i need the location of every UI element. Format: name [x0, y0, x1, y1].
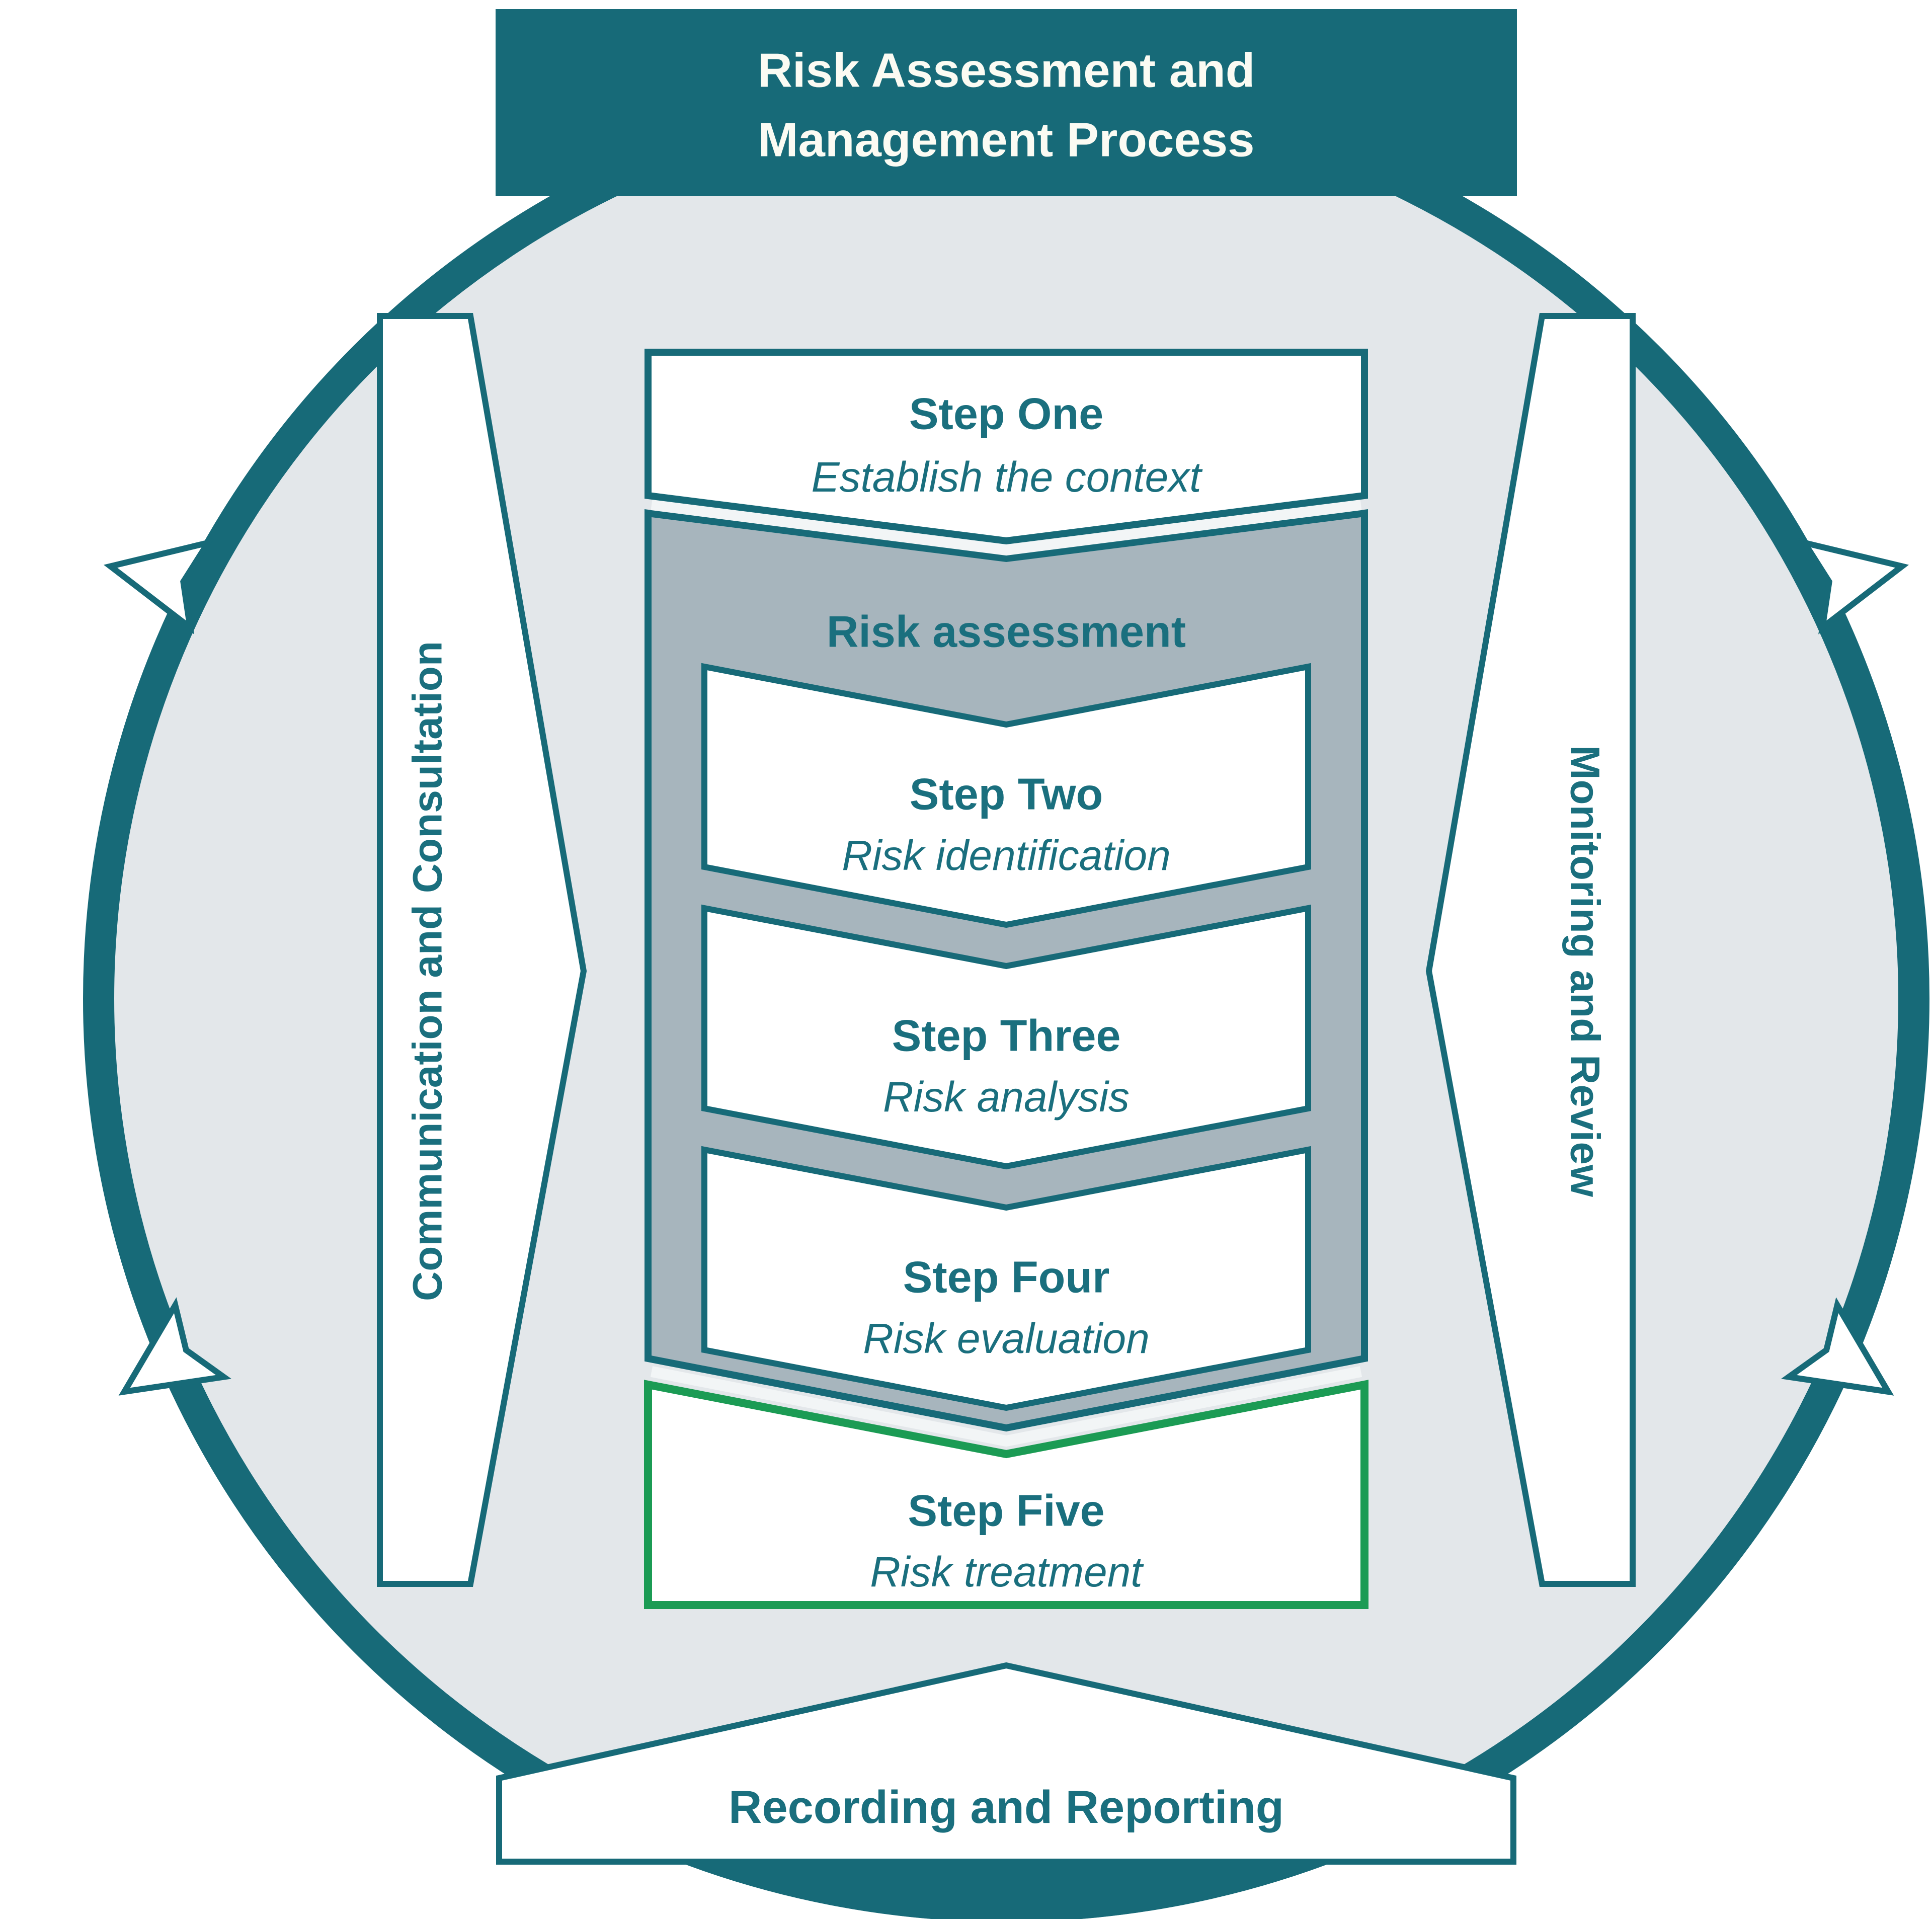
step-three-description: Risk analysis [883, 1073, 1130, 1121]
step-three-name: Step Three [892, 1011, 1121, 1061]
step-one-name: Step One [909, 389, 1103, 439]
step-two-box: Step Two Risk identification [701, 663, 1311, 928]
risk-assessment-label: Risk assessment [827, 607, 1186, 657]
monitoring-review-shape [1425, 313, 1636, 1587]
step-four-box: Step Four Risk evaluation [701, 1146, 1311, 1411]
step-four-name: Step Four [903, 1252, 1110, 1302]
monitoring-review-banner: Monitoring and Review [1425, 313, 1636, 1587]
step-four-description: Risk evaluation [863, 1315, 1150, 1362]
step-two-name: Step Two [910, 769, 1103, 819]
communication-consultation-shape [377, 313, 587, 1587]
communication-consultation-label: Communication and Consultation [405, 641, 451, 1301]
page-title-line2: Management Process [758, 113, 1254, 167]
step-two-description: Risk identification [842, 832, 1171, 879]
step-five-box: Step Five Risk treatment [644, 1380, 1369, 1609]
gap-chevron-bottom [650, 1366, 1362, 1447]
step-three-shape [701, 904, 1311, 1170]
recording-reporting-label: Recording and Reporting [729, 1782, 1284, 1833]
step-five-name: Step Five [908, 1486, 1104, 1536]
page-title-line1: Risk Assessment and [758, 44, 1255, 98]
monitoring-review-label: Monitoring and Review [1562, 745, 1608, 1197]
cycle-bottom-arc [665, 1857, 1347, 1919]
title-banner-shape [496, 9, 1517, 196]
cycle-arrow-top-right-icon [1798, 538, 1909, 634]
cycle-arrow-bottom-left-icon [118, 1297, 232, 1396]
step-three-box: Step Three Risk analysis [701, 904, 1311, 1170]
cycle-arrow-top-left-icon [103, 538, 215, 634]
recording-reporting-shape [496, 1662, 1516, 1865]
title-banner: Risk Assessment and Management Process [496, 9, 1517, 196]
step-one-box: Step One Establish the context [645, 349, 1368, 545]
step-two-shape [701, 663, 1311, 928]
step-one-description: Establish the context [811, 453, 1203, 501]
step-one-shape [645, 349, 1368, 545]
communication-consultation-banner: Communication and Consultation [377, 313, 587, 1587]
cycle-arrows [103, 538, 1909, 1396]
step-five-description: Risk treatment [870, 1548, 1144, 1595]
gap-chevron-top [651, 499, 1362, 556]
recording-reporting-banner: Recording and Reporting [496, 1662, 1516, 1865]
step-four-shape [701, 1146, 1311, 1411]
cycle-arrow-bottom-right-icon [1781, 1297, 1894, 1396]
step-five-shape [644, 1380, 1369, 1609]
